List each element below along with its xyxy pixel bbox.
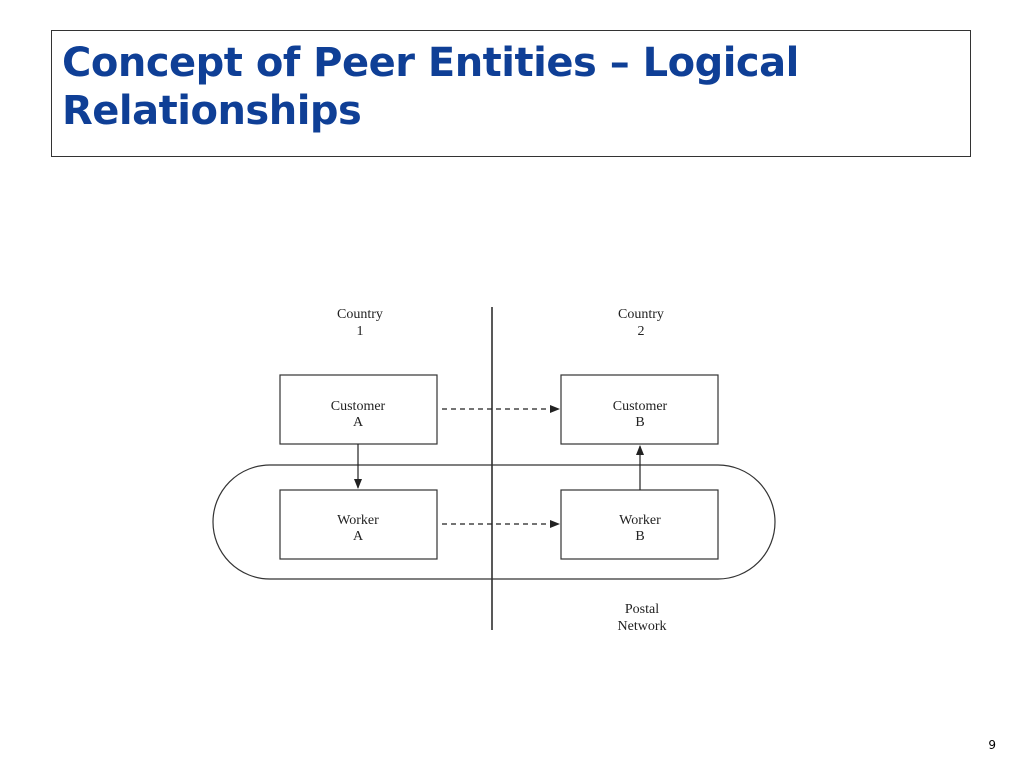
worker-a-letter: A (353, 529, 364, 544)
postal-network-outline (212, 464, 776, 580)
title-box: Concept of Peer Entities – Logical Relat… (51, 30, 971, 157)
country-1-number: 1 (357, 324, 364, 339)
country-2-label: Country (618, 307, 664, 322)
customer-b-label: Customer (613, 399, 668, 414)
worker-b-box (560, 489, 719, 560)
worker-b-label: Worker (619, 513, 661, 528)
postal-network-label-line-2: Network (618, 619, 667, 634)
slide-title: Concept of Peer Entities – Logical Relat… (62, 39, 799, 135)
slide-title-line-2: Relationships (62, 88, 362, 134)
customer-a-label: Customer (331, 399, 386, 414)
customer-b-box (560, 374, 719, 445)
worker-a-label: Worker (337, 513, 379, 528)
country-2-number: 2 (638, 324, 645, 339)
worker-b-letter: B (635, 529, 644, 544)
country-1-label: Country (337, 307, 383, 322)
worker-a-box (279, 489, 438, 560)
postal-network-label: Postal (625, 602, 659, 617)
customer-b-letter: B (635, 415, 644, 430)
page-number: 9 (988, 738, 996, 752)
customer-a-letter: A (353, 415, 364, 430)
slide-title-line-1: Concept of Peer Entities – Logical (62, 40, 799, 86)
